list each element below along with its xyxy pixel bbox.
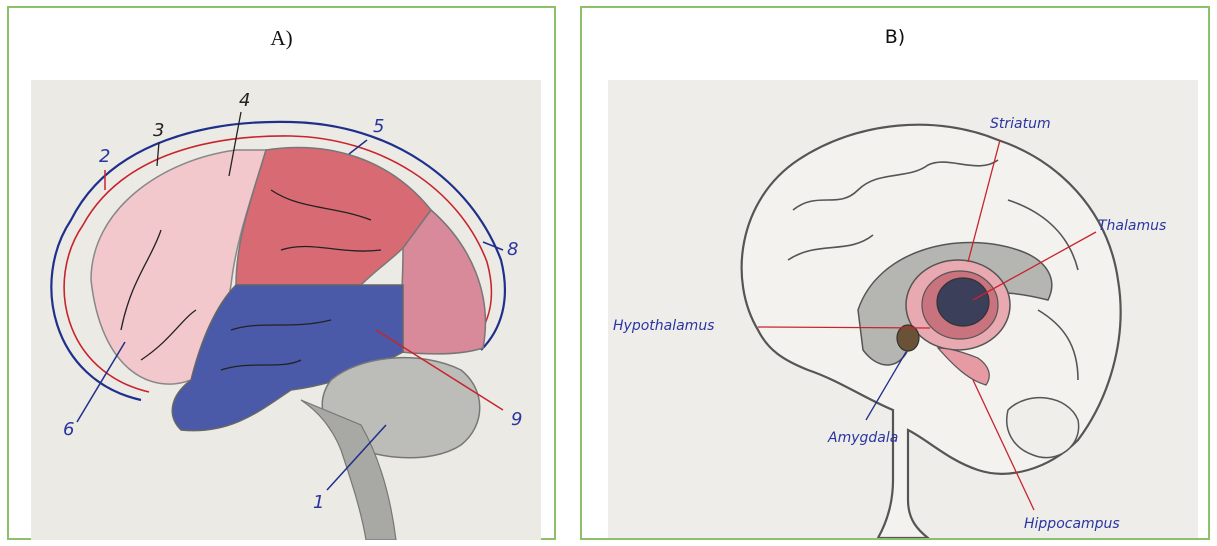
panel-a: A) 2 3 4 5 8 6 9 1 [7,6,556,540]
label-hypothalamus: Hypothalamus [613,318,714,334]
label-hippocampus: Hippocampus [1024,516,1120,532]
label-striatum: Striatum [990,116,1051,132]
callout-4: 4 [239,90,250,111]
panel-a-label: A) [9,26,554,51]
brain-midsagittal-drawing: Striatum Thalamus Hypothalamus Amygdala … [608,80,1198,538]
panel-b: B) Striatum Thalamus Hypothalamus Amygda… [580,6,1210,540]
callout-8: 8 [507,239,518,260]
brain-lateral-drawing: 2 3 4 5 8 6 9 1 [31,80,541,540]
callout-6: 5 [373,116,384,137]
callout-9: 9 [511,409,522,430]
callout-1: 1 [313,492,324,513]
callout-2: 2 [99,146,110,167]
panel-b-label: B) [582,26,1208,48]
callout-5: 6 [63,419,74,440]
callout-3: 3 [153,120,164,141]
label-thalamus: Thalamus [1098,218,1166,234]
label-amygdala: Amygdala [827,430,898,446]
